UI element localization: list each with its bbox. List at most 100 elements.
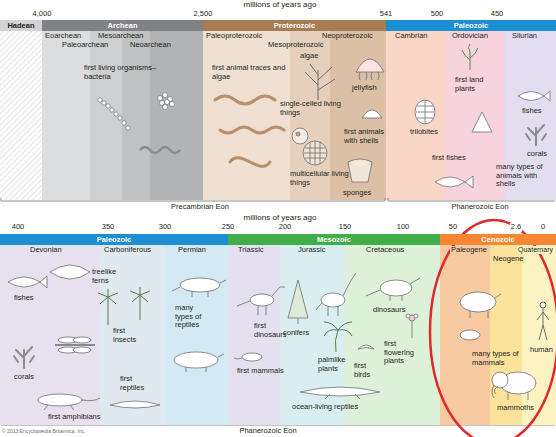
dinosaur-drawing-part <box>250 294 274 306</box>
life-label: multicellular living things <box>290 170 350 187</box>
life-label: mammoths <box>497 404 534 413</box>
bacteria-drawing-part <box>140 147 180 153</box>
life-label: first living organisms–bacteria <box>84 64 166 81</box>
mammoth-drawing-part <box>492 385 528 400</box>
mammoth-drawing-part <box>492 372 508 388</box>
eon-label: Phanerozoic Eon <box>239 427 296 436</box>
algae-drawing-part <box>305 64 335 100</box>
era-band: Proterozoic <box>203 20 386 31</box>
highlight-ellipse <box>430 220 556 437</box>
bacteria-drawing-part <box>158 96 163 101</box>
jellyfish-drawing <box>356 59 384 80</box>
period-name: Neoarchean <box>130 41 171 50</box>
eon-brackets <box>1 198 555 425</box>
era-name: Cenozoic <box>481 234 514 245</box>
life-label: fishes <box>14 294 34 303</box>
period-columns-part <box>490 245 522 425</box>
coral-drawing <box>526 125 546 145</box>
human-drawing <box>537 302 549 340</box>
sea-reptile-drawing-part <box>300 387 380 396</box>
fish-drawing-part <box>50 265 90 279</box>
life-label: ocean-living reptiles <box>292 403 358 412</box>
tick-number: 450 <box>490 10 505 19</box>
mammal-drawing <box>234 292 501 361</box>
dragonfly-drawing-part <box>55 344 95 346</box>
dinosaur-drawing-part <box>321 293 345 307</box>
coral-drawing <box>14 347 34 368</box>
tick-number: 150 <box>338 223 353 232</box>
coral-drawing-part <box>14 347 34 368</box>
life-label: trilobites <box>410 128 438 137</box>
dinosaur-drawing-part <box>366 278 420 301</box>
period-columns-part <box>386 31 445 200</box>
tree-fern-drawing <box>98 287 150 325</box>
dragonfly-drawing-part <box>73 337 91 343</box>
life-label: first mammals <box>237 367 284 376</box>
dinosaur-drawing-part <box>237 287 285 315</box>
period-name: Paleoproterozoic <box>206 32 262 41</box>
shell-drawing-part <box>362 110 382 118</box>
jellyfish-drawing-part <box>359 72 379 80</box>
tick-number: 250 <box>221 223 236 232</box>
period-name: Carboniferous <box>104 246 151 255</box>
life-label: palmlike plants <box>318 356 356 373</box>
eon-brackets-part <box>1 198 385 201</box>
period-name: Mesoproterozoic <box>268 41 323 50</box>
era-name: Paleozoic <box>454 20 489 31</box>
jellyfish-drawing-part <box>356 59 384 72</box>
mammal-drawing-part <box>460 330 480 340</box>
period-columns-part <box>122 31 150 200</box>
tick-number: 500 <box>430 10 445 19</box>
multicellular-drawing-part <box>304 141 326 165</box>
period-name: Mesoarchean <box>98 32 143 41</box>
bacteria-drawing-part <box>163 93 168 98</box>
life-label: treelike ferns <box>92 268 128 285</box>
period-columns <box>0 31 556 200</box>
mammal-drawing-part <box>242 353 262 361</box>
dragonfly-drawing-part <box>73 347 91 353</box>
algae-traces <box>215 96 284 166</box>
era-name: Archean <box>107 20 137 31</box>
trilobite-drawing-part <box>415 100 435 124</box>
bacteria-drawing-part <box>98 98 102 102</box>
period-columns-part <box>522 245 556 425</box>
period-columns-part <box>280 245 345 425</box>
period-columns <box>0 245 556 425</box>
period-name: Paleogene <box>450 246 488 255</box>
sea-reptile-drawing <box>300 387 380 399</box>
single-cell-drawing-part <box>292 128 308 144</box>
period-columns-part <box>90 31 122 200</box>
bacteria-drawing-part <box>122 121 126 125</box>
sea-reptile-drawing-part <box>325 394 360 399</box>
multicellular-drawing-part <box>303 141 327 165</box>
life-label: many types of animals with shells <box>496 163 550 189</box>
life-label: first animal traces and algae <box>212 64 292 81</box>
bacteria-drawing-part <box>170 102 175 107</box>
period-name: Silurian <box>512 32 537 41</box>
single-cell-drawing-part <box>296 132 300 136</box>
period-name: Neogene <box>492 255 524 264</box>
period-columns-part <box>203 31 290 200</box>
life-label: first land plants <box>455 76 495 93</box>
fish-drawing <box>435 91 550 188</box>
tick-number: 300 <box>158 223 173 232</box>
conifer-drawing <box>288 280 308 324</box>
eon-brackets-part <box>388 198 555 201</box>
life-label: first reptiles <box>120 375 154 392</box>
bacteria-drawing <box>98 93 180 154</box>
amphibian-drawing-part <box>44 398 100 410</box>
life-label: corals <box>14 373 34 382</box>
period-name: Permian <box>178 246 206 255</box>
reptile-drawing <box>110 278 226 408</box>
single-cell-drawing <box>292 128 308 144</box>
period-name: Cambrian <box>395 32 428 41</box>
era-name: Proterozoic <box>274 20 315 31</box>
period-columns-part <box>165 245 228 425</box>
tree-fern-drawing-part <box>98 289 118 325</box>
period-name: Quaternary <box>517 246 554 254</box>
algae-traces-part <box>215 96 275 104</box>
mammoth-drawing <box>492 372 536 400</box>
flower-drawing-part <box>414 314 418 318</box>
bacteria-drawing-part <box>102 101 106 105</box>
tree-fern-drawing-part <box>130 287 150 320</box>
